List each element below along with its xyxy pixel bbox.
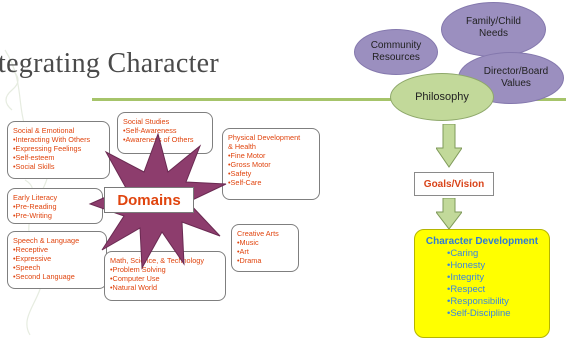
domain-box-physical: Physical Development & Health •Fine Moto… [222,128,320,200]
domain-text: •Self-Care [228,178,262,187]
domain-box-early-literacy: Early Literacy •Pre-Reading •Pre-Writing [7,188,103,224]
character-item: •Honesty [447,260,486,271]
domain-text: Math, Science, & Technology [110,256,204,265]
domain-text: •Second Language [13,272,75,281]
domain-box-speech-language: Speech & Language •Receptive •Expressive… [7,231,107,289]
domain-text: •Safety [228,169,252,178]
domain-text: •Music [237,238,259,247]
ellipse-text: Resources [372,52,420,63]
arrow-down-2 [436,198,462,230]
domain-text: •Expressing Feelings [13,144,82,153]
domain-text: •Self-Awareness [123,126,177,135]
domain-text: Creative Arts [237,229,279,238]
domain-text: Social Studies [123,117,170,126]
domains-label: Domains [117,191,181,209]
domain-text: Speech & Language [13,236,80,245]
character-item: •Integrity [447,272,485,283]
ellipse-family-needs: Family/Child Needs [441,2,546,57]
character-item: •Caring [447,248,479,259]
domain-box-creative-arts: Creative Arts •Music •Art •Drama [231,224,299,272]
domain-box-social-emotional: Social & Emotional •Interacting With Oth… [7,121,110,179]
ellipse-text: Family/Child [465,15,521,27]
domain-text: •Speech [13,263,41,272]
domain-text: •Interacting With Others [13,135,91,144]
domain-box-social-studies: Social Studies •Self-Awareness •Awarenes… [117,112,213,154]
character-item: •Respect [447,284,486,295]
domain-text: •Pre-Writing [13,211,52,220]
goals-vision-box: Goals/Vision [414,172,494,196]
arrow-down-1 [436,124,462,168]
domain-text: •Art [237,247,249,256]
character-item: •Self-Discipline [447,308,511,319]
domain-text: •Self-esteem [13,153,55,162]
domain-box-math-science: Math, Science, & Technology •Problem Sol… [104,251,226,301]
domain-text: Early Literacy [13,193,58,202]
character-development-box: Character Development •Caring •Honesty •… [414,229,550,338]
domain-text: •Natural World [110,283,158,292]
domain-text: •Computer Use [110,274,160,283]
domain-text: •Social Skills [13,162,55,171]
ellipse-text: Values [501,78,531,89]
philosophy-label: Philosophy [415,91,469,103]
page-title: tegrating Character [0,48,220,79]
domain-text: •Problem Solving [110,265,166,274]
domain-text: & Health [228,142,256,151]
domain-text: •Receptive [13,245,49,254]
ellipse-community-resources: Community Resources [354,29,438,75]
domain-text: •Drama [237,256,262,265]
philosophy-ellipse: Philosophy [390,73,494,121]
domains-label-box: Domains [104,187,194,213]
domain-text: •Gross Motor [228,160,271,169]
ellipse-text: Needs [479,27,508,39]
domain-text: Physical Development [228,133,301,142]
domain-text: •Expressive [13,254,52,263]
goals-label: Goals/Vision [423,178,485,190]
character-title: Character Development [425,236,539,247]
title-divider [92,98,566,101]
ellipse-text: Community [370,40,422,51]
ellipse-text: Director/Board [483,66,549,77]
domain-text: •Pre-Reading [13,202,57,211]
character-item: •Responsibility [447,296,509,307]
domain-text: •Fine Motor [228,151,266,160]
domain-text: Social & Emotional [13,126,75,135]
